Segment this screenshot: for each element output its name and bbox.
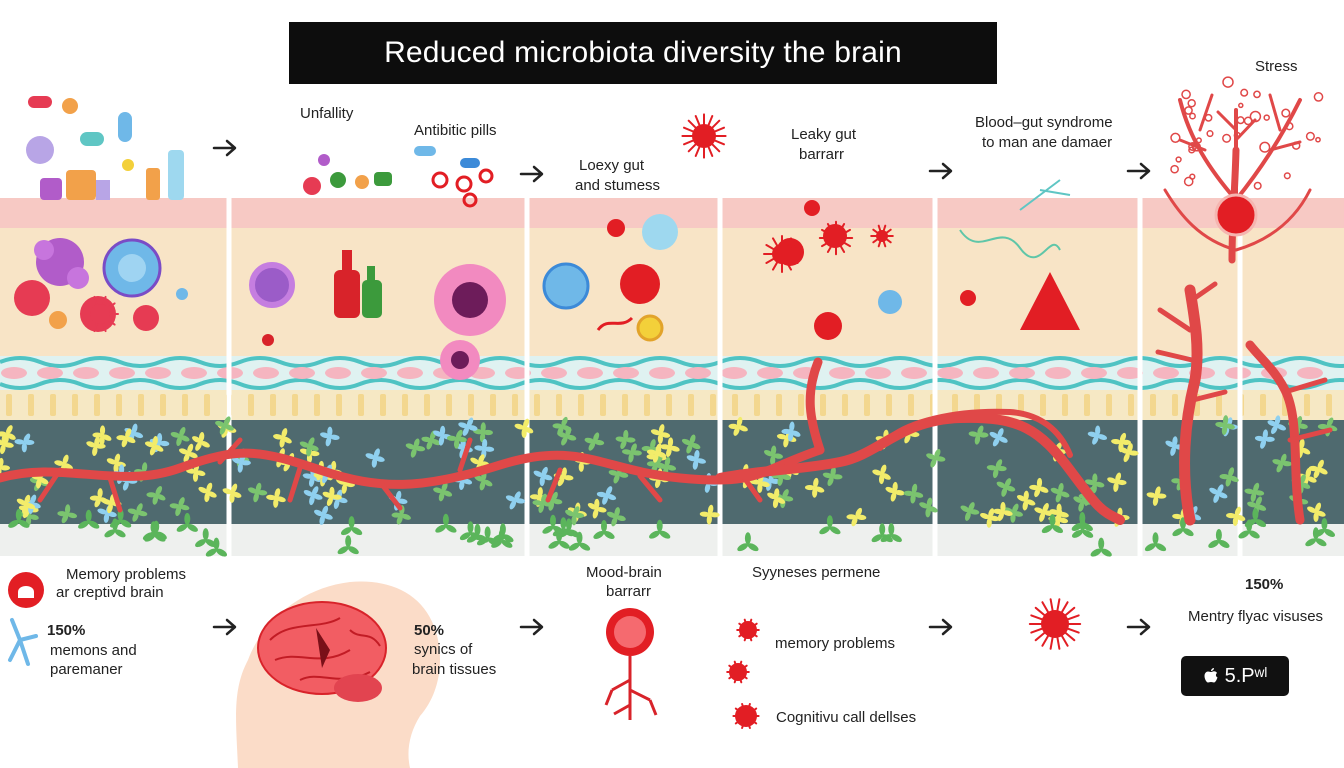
pill-cluster [26,96,184,200]
stress-neuron [1163,93,1312,252]
label-memons-and: memons and [50,642,137,659]
label-man-ane-damaer: to man ane damaer [982,134,1113,151]
label-loexy-gut: Loexy gut [579,157,645,174]
app-badge: 5.Pʷˡ [1181,656,1289,696]
antibiotic-pills [414,146,494,208]
title-banner: Reduced microbiota diversity the brain [289,22,997,84]
label-and-stumess: and stumess [575,177,661,194]
blood-vessels [0,146,1333,526]
bullet-virus-1 [739,621,757,639]
label-barrarr-top: barrarr [799,146,845,163]
bullet-virus-3 [735,705,757,727]
label-barrarr-bottom: barrarr [606,583,652,600]
label-mood-brain: Mood-brain [586,564,662,581]
head-brain-illustration [236,581,440,768]
label-leaky-gut: Leaky gut [791,126,857,143]
page-title: Reduced microbiota diversity the brain [384,36,902,69]
bullet-virus-2 [729,663,747,681]
tissue-layers [0,198,1344,556]
label-cognitive-cells: Cognitivu call dellses [776,709,917,726]
label-memory-problems: Memory problems [66,566,187,583]
label-memory-problems-2: memory problems [775,635,896,652]
label-150-left: 150% [47,622,86,639]
label-antibiotic-pills: Antibitic pills [414,122,497,139]
label-50-percent: 50% [414,622,445,639]
flow-arrows [212,139,1151,636]
label-creptivd-brain: ar creptivd brain [56,584,164,601]
badge-text: 5.Pʷˡ [1224,664,1268,687]
microbes-panel-5 [959,179,1080,330]
label-mentry-visuses: Mentry flyac visuses [1188,608,1324,625]
apple-icon [1204,668,1218,683]
microbes-panel-3 [542,214,678,342]
label-150-right: 150% [1245,576,1284,593]
panel-dividers [226,198,1243,556]
label-unfallity: Unfallity [300,105,354,122]
label-blood-gut: Blood–gut syndrome [975,114,1113,131]
stress-dots [1170,76,1324,190]
label-synics-of: synics of [414,641,473,658]
microbes-panel-1 [14,238,188,332]
label-syyneses-permene: Syyneses permene [752,564,881,581]
mood-brain-neuron [604,608,658,720]
label-paremaner: paremaner [50,661,123,678]
microbes-panel-2 [249,250,506,380]
label-stress: Stress [1255,58,1298,75]
memory-icon [8,572,44,666]
label-brain-tissues: brain tissues [412,661,497,678]
unfallity-food [303,154,392,195]
